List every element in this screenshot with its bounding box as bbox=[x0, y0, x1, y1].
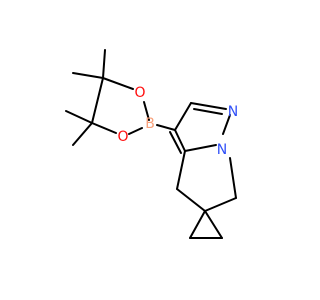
bond-c4-n-double bbox=[193, 108, 223, 115]
bond-methyl-3 bbox=[65, 110, 93, 124]
bond-ch2-n bbox=[229, 157, 237, 199]
bond-c-c-ring bbox=[91, 77, 104, 124]
bond-methyl-1 bbox=[102, 49, 106, 79]
atom-nitrogen-pyridine-label: N bbox=[228, 104, 238, 120]
background bbox=[0, 0, 300, 300]
atom-labels: B O O N N bbox=[117, 85, 238, 158]
bond-c4-n bbox=[190, 102, 227, 110]
bond-b-o-bottom bbox=[128, 127, 143, 135]
atom-oxygen-bottom-label: O bbox=[117, 129, 128, 145]
atom-oxygen-top-label: O bbox=[134, 85, 145, 101]
bond-spiro-ch2 bbox=[204, 197, 237, 212]
bond-c3a-c3 bbox=[174, 129, 186, 152]
bond-spiro-cp-right bbox=[204, 210, 223, 239]
bond-ch2-spiro bbox=[176, 188, 206, 212]
bond-c3a-c3-double bbox=[169, 131, 182, 154]
bond-o-c-top bbox=[102, 77, 134, 90]
bond-c3a-ch2 bbox=[176, 150, 186, 190]
bond-b-o-top bbox=[143, 101, 150, 121]
bond-n-n bbox=[222, 114, 231, 135]
bond-c3-c4 bbox=[174, 102, 192, 131]
molecule-diagram: B O O N N bbox=[0, 0, 300, 300]
bonds bbox=[65, 49, 237, 239]
atom-boron-label: B bbox=[145, 116, 155, 132]
bond-b-c3 bbox=[156, 124, 176, 131]
atom-nitrogen-pyrrole-label: N bbox=[217, 142, 227, 158]
bond-methyl-4 bbox=[72, 122, 93, 146]
bond-o-c-bottom bbox=[91, 122, 117, 134]
bond-n-c3a bbox=[184, 144, 217, 152]
bond-methyl-2 bbox=[72, 72, 104, 79]
bond-spiro-cp-left bbox=[189, 210, 206, 239]
